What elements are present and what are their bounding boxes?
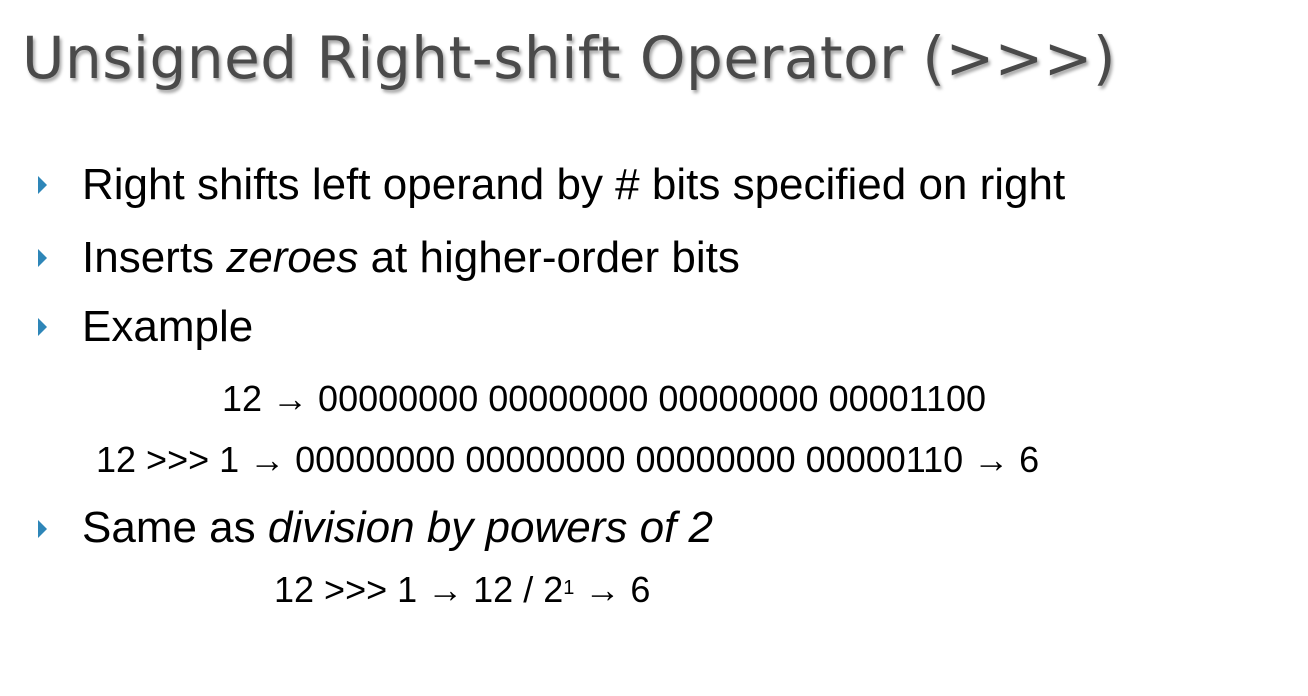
bullet-arrow-icon (38, 249, 47, 267)
example-line-shifted: 12 >>> 1 → 00000000 00000000 00000000 00… (96, 439, 1040, 480)
example-line-binary-12: 12 → 00000000 00000000 00000000 00001100 (222, 378, 987, 419)
bullet-text-before: Same as (82, 503, 268, 552)
bullet-example: Example (82, 302, 254, 351)
bullet-division: Same as division by powers of 2 (82, 500, 713, 556)
bullet-arrow-icon (38, 176, 47, 194)
bullet-shift-description: Right shifts left operand by # bits spec… (82, 160, 1066, 209)
bullet-text-after: at higher-order bits (358, 233, 740, 282)
bullet-inserts-zeroes: Inserts zeroes at higher-order bits (82, 230, 740, 286)
bullet-text-before: Inserts (82, 233, 227, 282)
bullet-arrow-icon (38, 520, 47, 538)
division-exponent: 1 (563, 577, 575, 599)
division-result: → 6 (574, 569, 651, 610)
division-expression: 12 >>> 1 → 12 / 2 (274, 569, 564, 610)
bullet-emphasis: division by powers of 2 (267, 503, 713, 552)
bullet-arrow-icon (38, 318, 47, 336)
slide-title: Unsigned Right-shift Operator (>>>) (22, 24, 1116, 92)
division-example-line: 12 >>> 1 → 12 / 21 → 6 (274, 568, 650, 612)
bullet-emphasis: zeroes (226, 233, 359, 282)
